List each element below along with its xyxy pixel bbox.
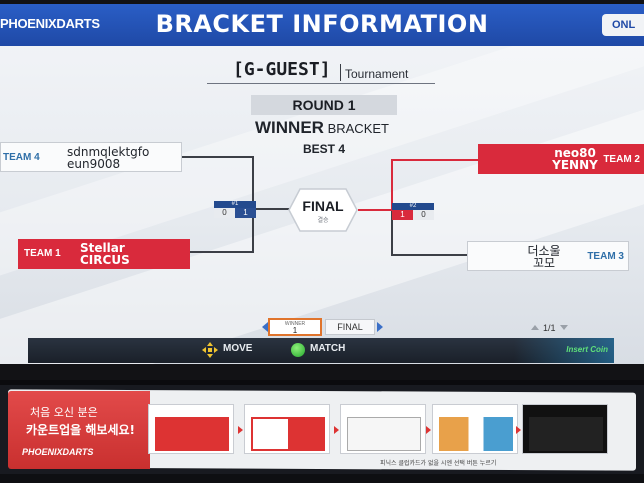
coin-glow — [514, 338, 614, 363]
final-label: FINAL — [302, 198, 344, 214]
team-players: sdnmqlektgfo eun9008 — [67, 146, 149, 170]
team-label: TEAM 4 — [3, 152, 40, 163]
best-of-label: BEST 4 — [302, 142, 345, 156]
banner-step-image — [148, 404, 234, 454]
page-up-icon[interactable] — [531, 325, 539, 330]
bracket-line — [391, 254, 467, 256]
team-card-4[interactable]: TEAM 4 sdnmqlektgfo eun9008 — [0, 142, 182, 172]
page-number: 1/1 — [543, 323, 556, 333]
player-name: YENNY — [552, 158, 598, 172]
step-arrow-icon — [516, 426, 521, 434]
dpad-icon — [202, 342, 218, 358]
nav-right-arrow-icon[interactable] — [377, 322, 383, 332]
step-screen-preview — [155, 417, 229, 451]
page-down-icon[interactable] — [559, 325, 568, 330]
team-label: TEAM 3 — [587, 251, 624, 262]
team-label: TEAM 1 — [24, 248, 61, 259]
final-sublabel: 결승 — [317, 218, 329, 224]
player-name: Stellar — [80, 241, 125, 255]
step-arrow-icon — [334, 426, 339, 434]
score-right: 1 — [235, 208, 256, 218]
tournament-heading: [G-GUEST] Tournament — [207, 58, 435, 84]
round-label: ROUND 1 — [251, 95, 397, 115]
team-players: Stellar CIRCUS — [80, 242, 130, 266]
hexagon-icon — [288, 188, 358, 232]
page-indicator: 1/1 — [531, 323, 568, 333]
cabinet-bottom-edge — [0, 474, 644, 483]
banner-brand-logo: PHOENIXDARTS — [22, 447, 94, 457]
player-name: 꼬모 — [532, 256, 556, 270]
tab-final[interactable]: FINAL — [325, 319, 375, 335]
banner-step-image — [244, 404, 330, 454]
score-left: 0 — [214, 208, 235, 218]
move-hint: MOVE — [223, 343, 253, 354]
player-name: 더소울 — [527, 244, 561, 258]
step-arrow-icon — [238, 426, 243, 434]
game-screen: PHOENIXDARTS BRACKET INFORMATION ONL [G-… — [0, 4, 644, 364]
final-node[interactable]: FINAL 결승 — [288, 188, 358, 232]
green-button-icon — [291, 343, 305, 357]
match-hint: MATCH — [310, 343, 346, 354]
tournament-type: Tournament — [345, 67, 409, 81]
banner-caption: 피닉스 클럽카드가 없을 시엔 선택 버튼 누르기 — [380, 460, 497, 467]
bracket-line-winner — [392, 159, 478, 161]
banner-step-image — [340, 404, 426, 454]
team-card-3[interactable]: TEAM 3 더소울 꼬모 — [467, 241, 629, 271]
team-players: 더소울 꼬모 — [526, 245, 562, 269]
team-players: neo80 YENNY — [548, 147, 602, 171]
bracket-label: WINNER BRACKET — [200, 118, 444, 138]
brand-logo: PHOENIXDARTS — [0, 16, 100, 31]
score-right: 0 — [413, 210, 434, 220]
control-hint-bar: MOVE MATCH Insert Coin — [28, 338, 614, 363]
step-arrow-icon — [426, 426, 431, 434]
step-screen-preview — [347, 417, 421, 451]
banner-line-2: 카운트업을 해보세요! — [26, 423, 136, 437]
nav-left-arrow-icon[interactable] — [262, 322, 268, 332]
step-screen-preview — [439, 417, 513, 451]
bracket-line — [254, 208, 290, 210]
banner-line-1: 처음 오신 분은 — [30, 406, 98, 419]
bracket-label-main: WINNER — [255, 118, 324, 137]
match-score-2: #2 1 0 — [392, 203, 434, 220]
match-seed: #2 — [392, 203, 434, 210]
banner-step-image — [522, 404, 608, 454]
tab-winner-round: 1 — [292, 326, 298, 335]
banner-step-image — [432, 404, 518, 454]
tab-winner[interactable]: WINNER 1 — [268, 318, 322, 336]
match-score-1: #1 0 1 — [214, 201, 256, 218]
player-name: CIRCUS — [80, 253, 130, 267]
online-badge: ONL — [602, 14, 644, 36]
tab-winner-title: WINNER — [284, 321, 306, 327]
bracket-line-winner — [391, 159, 393, 209]
match-seed: #1 — [214, 201, 256, 208]
banner-headline: 처음 오신 분은 카운트업을 해보세요! PHOENIXDARTS — [8, 391, 150, 469]
bracket-line — [182, 156, 254, 158]
insert-coin-label: Insert Coin — [566, 345, 608, 354]
score-left: 1 — [392, 210, 413, 220]
heading-divider — [340, 64, 341, 81]
team-card-2[interactable]: TEAM 2 neo80 YENNY — [478, 144, 644, 174]
player-name: sdnmqlektgfo — [67, 145, 150, 159]
step-screen-preview — [251, 417, 325, 451]
bracket-line — [391, 209, 393, 254]
step-screen-preview — [529, 417, 603, 451]
bracket-label-suffix: BRACKET — [323, 121, 389, 136]
team-label: TEAM 2 — [603, 154, 640, 165]
player-name: neo80 — [554, 146, 596, 160]
header-bar: PHOENIXDARTS BRACKET INFORMATION ONL — [0, 4, 644, 46]
player-name: eun9008 — [67, 157, 121, 171]
bracket-line-winner — [358, 209, 392, 211]
team-card-1[interactable]: TEAM 1 Stellar CIRCUS — [18, 239, 190, 269]
bracket-line — [190, 251, 254, 253]
page-title: BRACKET INFORMATION — [155, 10, 489, 38]
tournament-name: [G-GUEST] — [233, 59, 331, 80]
